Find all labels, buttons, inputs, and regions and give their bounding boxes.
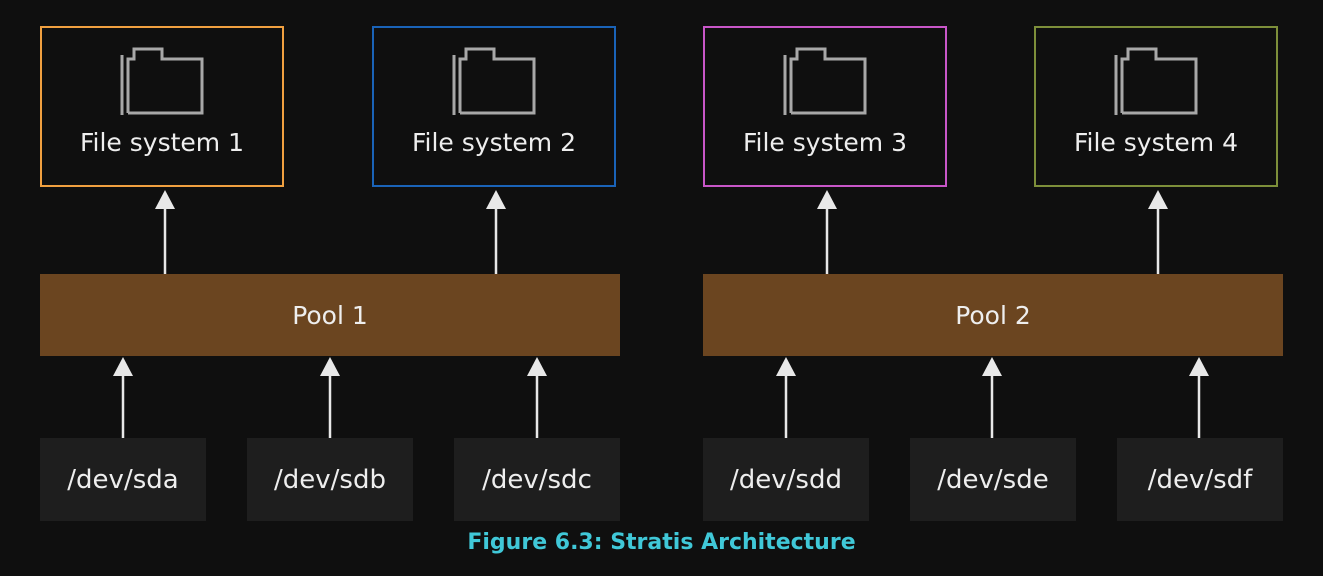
arrow-sdc-to-pool1 xyxy=(527,357,547,438)
device-label: /dev/sdf xyxy=(1147,464,1253,495)
arrow-pool2-to-fs3 xyxy=(817,190,837,274)
device-label: /dev/sdb xyxy=(274,464,386,495)
figure-caption: Figure 6.3: Stratis Architecture xyxy=(467,530,856,555)
filesystem-label: File system 2 xyxy=(411,128,576,157)
device-label: /dev/sdc xyxy=(482,464,592,495)
folder-icon xyxy=(452,47,536,115)
pool-2: Pool 2 xyxy=(703,274,1283,356)
device-sdf: /dev/sdf xyxy=(1117,438,1283,521)
pool-label: Pool 2 xyxy=(955,300,1031,330)
filesystem-label: File system 4 xyxy=(1073,128,1238,157)
pool-1: Pool 1 xyxy=(40,274,620,356)
filesystem-box-1: File system 1 xyxy=(40,26,284,187)
device-sda: /dev/sda xyxy=(40,438,206,521)
arrow-sdb-to-pool1 xyxy=(320,357,340,438)
arrow-sdd-to-pool2 xyxy=(776,357,796,438)
filesystem-label: File system 1 xyxy=(79,128,244,157)
arrow-sda-to-pool1 xyxy=(113,357,133,438)
pool-label: Pool 1 xyxy=(292,300,368,330)
arrow-pool1-to-fs1 xyxy=(155,190,175,274)
folder-icon xyxy=(120,47,204,115)
filesystem-box-4: File system 4 xyxy=(1034,26,1278,187)
device-label: /dev/sda xyxy=(67,464,179,495)
device-sdb: /dev/sdb xyxy=(247,438,413,521)
folder-icon xyxy=(783,47,867,115)
device-label: /dev/sde xyxy=(937,464,1049,495)
filesystem-box-2: File system 2 xyxy=(372,26,616,187)
arrow-pool2-to-fs4 xyxy=(1148,190,1168,274)
arrow-sdf-to-pool2 xyxy=(1189,357,1209,438)
arrow-pool1-to-fs2 xyxy=(486,190,506,274)
filesystem-label: File system 3 xyxy=(742,128,907,157)
device-sdc: /dev/sdc xyxy=(454,438,620,521)
device-label: /dev/sdd xyxy=(730,464,842,495)
filesystem-box-3: File system 3 xyxy=(703,26,947,187)
device-sdd: /dev/sdd xyxy=(703,438,869,521)
device-sde: /dev/sde xyxy=(910,438,1076,521)
arrow-sde-to-pool2 xyxy=(982,357,1002,438)
folder-icon xyxy=(1114,47,1198,115)
